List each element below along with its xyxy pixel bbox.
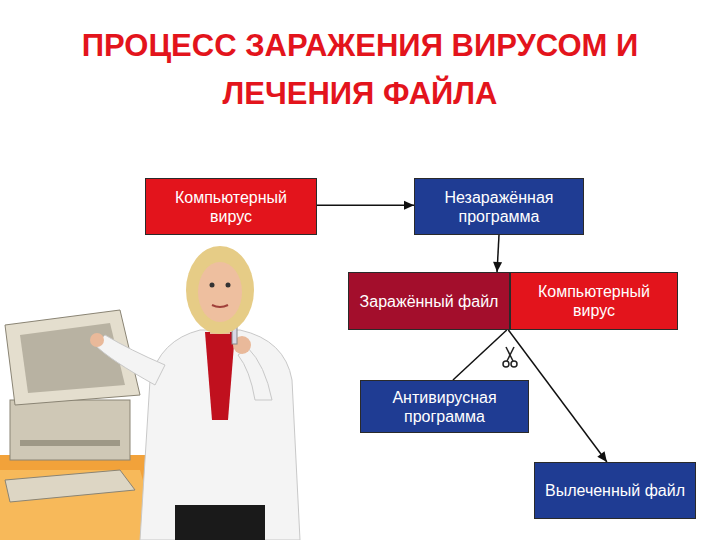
connector <box>317 201 414 210</box>
program-box: Незаражённая программа <box>414 178 584 235</box>
monitor-screen <box>20 323 125 393</box>
lab-coat <box>140 330 300 540</box>
cured-file-box: Вылеченный файл <box>534 462 696 519</box>
title: ПРОЦЕСС ЗАРАЖЕНИЯ ВИРУСОМ И ЛЕЧЕНИЯ ФАЙЛ… <box>20 22 700 118</box>
infected-file-box: Заражённый файл <box>348 272 510 330</box>
virus-box: Компьютерный вирус <box>145 178 317 235</box>
arm <box>95 335 165 385</box>
box-label: Антивирусная программа <box>361 388 528 426</box>
drive-slot <box>20 440 120 446</box>
eye <box>226 283 231 288</box>
box-label: Незаражённая программа <box>415 188 583 226</box>
mouth <box>212 305 228 307</box>
box-label: Вылеченный файл <box>539 481 691 500</box>
keyboard <box>5 470 135 502</box>
connector-line <box>317 205 414 207</box>
virus-box: Компьютерный вирус <box>510 272 678 330</box>
box-label: Заражённый файл <box>354 292 505 311</box>
connector <box>453 330 507 380</box>
scissors-symbol <box>503 347 517 367</box>
forearm <box>238 348 272 400</box>
eye <box>210 283 215 288</box>
arrowhead <box>404 201 414 210</box>
computer-case <box>10 400 130 460</box>
hand <box>90 333 104 347</box>
hair <box>186 246 254 334</box>
box-label: Компьютерный вирус <box>146 188 316 226</box>
connector <box>493 235 502 272</box>
face <box>198 262 242 322</box>
antivirus-box: Антивирусная программа <box>360 380 529 433</box>
box-label: Компьютерный вирус <box>511 282 677 320</box>
desk-top <box>0 470 160 540</box>
shirt <box>205 332 235 420</box>
connector-line <box>453 330 507 380</box>
arrowhead <box>493 262 502 272</box>
trousers <box>175 505 265 540</box>
arrowhead <box>597 451 607 462</box>
